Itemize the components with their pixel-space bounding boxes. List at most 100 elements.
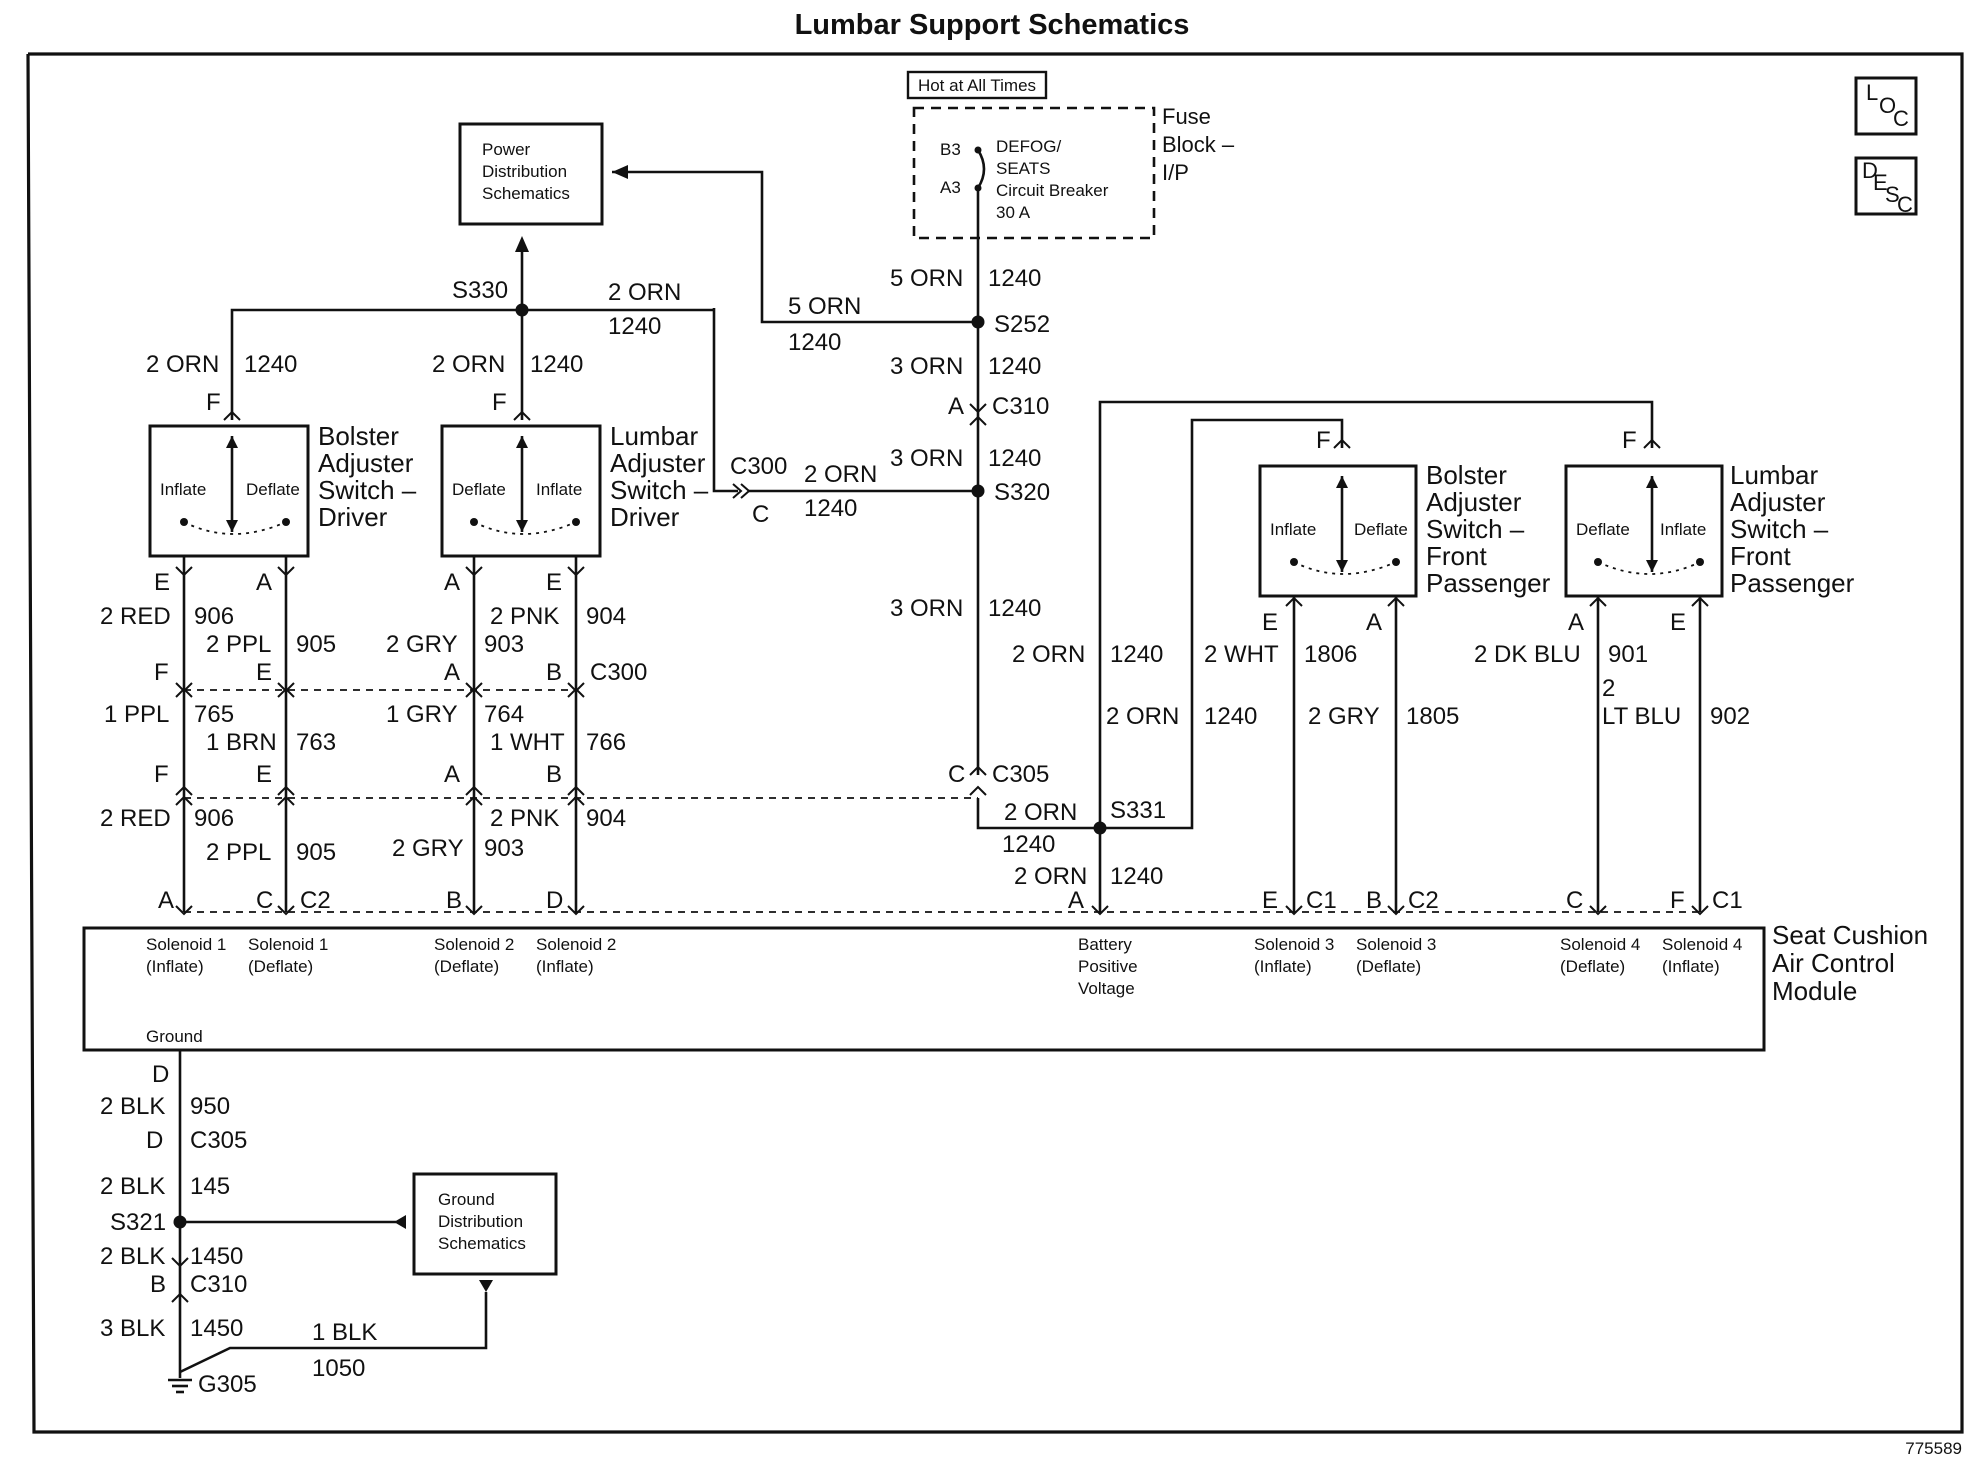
svg-text:E: E [1262, 887, 1278, 914]
svg-text:30 A: 30 A [996, 203, 1031, 222]
svg-text:Front: Front [1730, 541, 1791, 571]
svg-text:E: E [256, 761, 272, 788]
svg-text:Inflate: Inflate [160, 480, 206, 499]
bolster-adjuster-switch-driver[interactable]: Inflate Deflate Bolster Adjuster Switch … [148, 421, 417, 558]
splice-s331 [1093, 821, 1107, 835]
svg-text:C1: C1 [1712, 887, 1743, 914]
svg-text:F: F [1622, 427, 1637, 454]
svg-text:1050: 1050 [312, 1355, 365, 1382]
svg-text:Solenoid 4: Solenoid 4 [1662, 935, 1742, 954]
bolster-adjuster-switch-front-passenger[interactable]: Inflate Deflate Bolster Adjuster Switch … [1258, 460, 1551, 598]
svg-text:2 ORN: 2 ORN [1012, 641, 1085, 668]
svg-text:2: 2 [1602, 675, 1615, 702]
svg-text:Driver: Driver [318, 502, 388, 532]
svg-text:Solenoid 2: Solenoid 2 [434, 935, 514, 954]
svg-text:2 GRY: 2 GRY [1308, 703, 1380, 730]
svg-text:Adjuster: Adjuster [1730, 487, 1826, 517]
svg-text:2 GRY: 2 GRY [386, 631, 458, 658]
svg-text:1240: 1240 [988, 445, 1041, 472]
svg-text:B: B [1366, 887, 1382, 914]
svg-text:901: 901 [1608, 641, 1648, 668]
svg-text:Solenoid 3: Solenoid 3 [1254, 935, 1334, 954]
svg-text:1 BRN: 1 BRN [206, 729, 277, 756]
svg-text:2 WHT: 2 WHT [1204, 641, 1279, 668]
svg-text:Circuit Breaker: Circuit Breaker [996, 181, 1109, 200]
svg-text:S321: S321 [110, 1209, 166, 1236]
svg-text:1240: 1240 [1002, 831, 1055, 858]
svg-text:905: 905 [296, 631, 336, 658]
svg-text:LT BLU: LT BLU [1602, 703, 1681, 730]
svg-text:(Inflate): (Inflate) [1254, 957, 1312, 976]
svg-text:D: D [546, 887, 563, 914]
svg-text:Bolster: Bolster [1426, 460, 1507, 490]
svg-text:C: C [1897, 192, 1913, 217]
seat-cushion-air-control-module[interactable]: Seat Cushion Air Control Module Ground S… [82, 920, 1928, 1052]
power-wiring [230, 165, 1654, 912]
svg-text:2 RED: 2 RED [100, 805, 171, 832]
lumbar-adjuster-switch-front-passenger[interactable]: Deflate Inflate Lumbar Adjuster Switch –… [1564, 460, 1855, 598]
svg-text:3 BLK: 3 BLK [100, 1315, 165, 1342]
svg-text:Deflate: Deflate [1354, 520, 1408, 539]
svg-text:903: 903 [484, 631, 524, 658]
svg-text:F: F [1670, 887, 1685, 914]
svg-text:1240: 1240 [804, 495, 857, 522]
svg-text:Inflate: Inflate [1660, 520, 1706, 539]
svg-text:Solenoid 4: Solenoid 4 [1560, 935, 1640, 954]
svg-text:S252: S252 [994, 311, 1050, 338]
power-distribution-schematics-box[interactable]: Power Distribution Schematics [458, 122, 604, 226]
svg-text:2 PPL: 2 PPL [206, 839, 271, 866]
svg-text:766: 766 [586, 729, 626, 756]
svg-text:1240: 1240 [988, 265, 1041, 292]
svg-text:D: D [146, 1127, 163, 1154]
svg-text:C2: C2 [1408, 887, 1439, 914]
svg-text:A: A [1568, 609, 1584, 636]
svg-text:C2: C2 [300, 887, 331, 914]
lumbar-adjuster-switch-driver[interactable]: Deflate Inflate Lumbar Adjuster Switch –… [440, 421, 709, 558]
svg-text:Adjuster: Adjuster [318, 448, 414, 478]
svg-text:F: F [1316, 427, 1331, 454]
svg-text:F: F [154, 761, 169, 788]
svg-text:1240: 1240 [1204, 703, 1257, 730]
splice-s252 [971, 315, 985, 329]
svg-text:(Deflate): (Deflate) [434, 957, 499, 976]
location-icon[interactable]: L O C [1854, 76, 1918, 136]
svg-text:C1: C1 [1306, 887, 1337, 914]
svg-text:A3: A3 [940, 178, 961, 197]
svg-text:C300: C300 [590, 659, 647, 686]
svg-text:Inflate: Inflate [1270, 520, 1316, 539]
svg-text:(Deflate): (Deflate) [1560, 957, 1625, 976]
svg-text:903: 903 [484, 835, 524, 862]
svg-text:Distribution: Distribution [438, 1212, 523, 1231]
svg-text:905: 905 [296, 839, 336, 866]
reference-number: 775589 [1905, 1439, 1962, 1458]
svg-text:C300: C300 [730, 453, 787, 480]
description-icon[interactable]: D E S C [1854, 156, 1918, 217]
svg-text:Solenoid 1: Solenoid 1 [146, 935, 226, 954]
svg-text:(Deflate): (Deflate) [248, 957, 313, 976]
ground-wiring [178, 1050, 493, 1378]
svg-text:2 ORN: 2 ORN [432, 351, 505, 378]
svg-text:Voltage: Voltage [1078, 979, 1135, 998]
svg-text:2 PNK: 2 PNK [490, 805, 559, 832]
svg-text:A: A [948, 393, 964, 420]
svg-text:2 BLK: 2 BLK [100, 1173, 165, 1200]
svg-text:Inflate: Inflate [536, 480, 582, 499]
svg-text:145: 145 [190, 1173, 230, 1200]
svg-text:Switch –: Switch – [1426, 514, 1525, 544]
svg-text:1 BLK: 1 BLK [312, 1319, 377, 1346]
svg-text:C: C [1566, 887, 1583, 914]
svg-text:2 ORN: 2 ORN [804, 461, 877, 488]
svg-text:Passenger: Passenger [1730, 568, 1855, 598]
svg-text:A: A [444, 761, 460, 788]
svg-text:763: 763 [296, 729, 336, 756]
svg-text:2 ORN: 2 ORN [1106, 703, 1179, 730]
fuse-block: Hot at All Times Fuse Block – I/P B3 A3 … [906, 70, 1235, 240]
svg-text:Battery: Battery [1078, 935, 1132, 954]
svg-text:2 PPL: 2 PPL [206, 631, 271, 658]
ground-distribution-schematics-box[interactable]: Ground Distribution Schematics [412, 1172, 558, 1276]
svg-text:902: 902 [1710, 703, 1750, 730]
svg-text:I/P: I/P [1162, 160, 1189, 185]
svg-text:D: D [152, 1061, 169, 1088]
svg-text:S331: S331 [1110, 797, 1166, 824]
svg-text:2 BLK: 2 BLK [100, 1093, 165, 1120]
